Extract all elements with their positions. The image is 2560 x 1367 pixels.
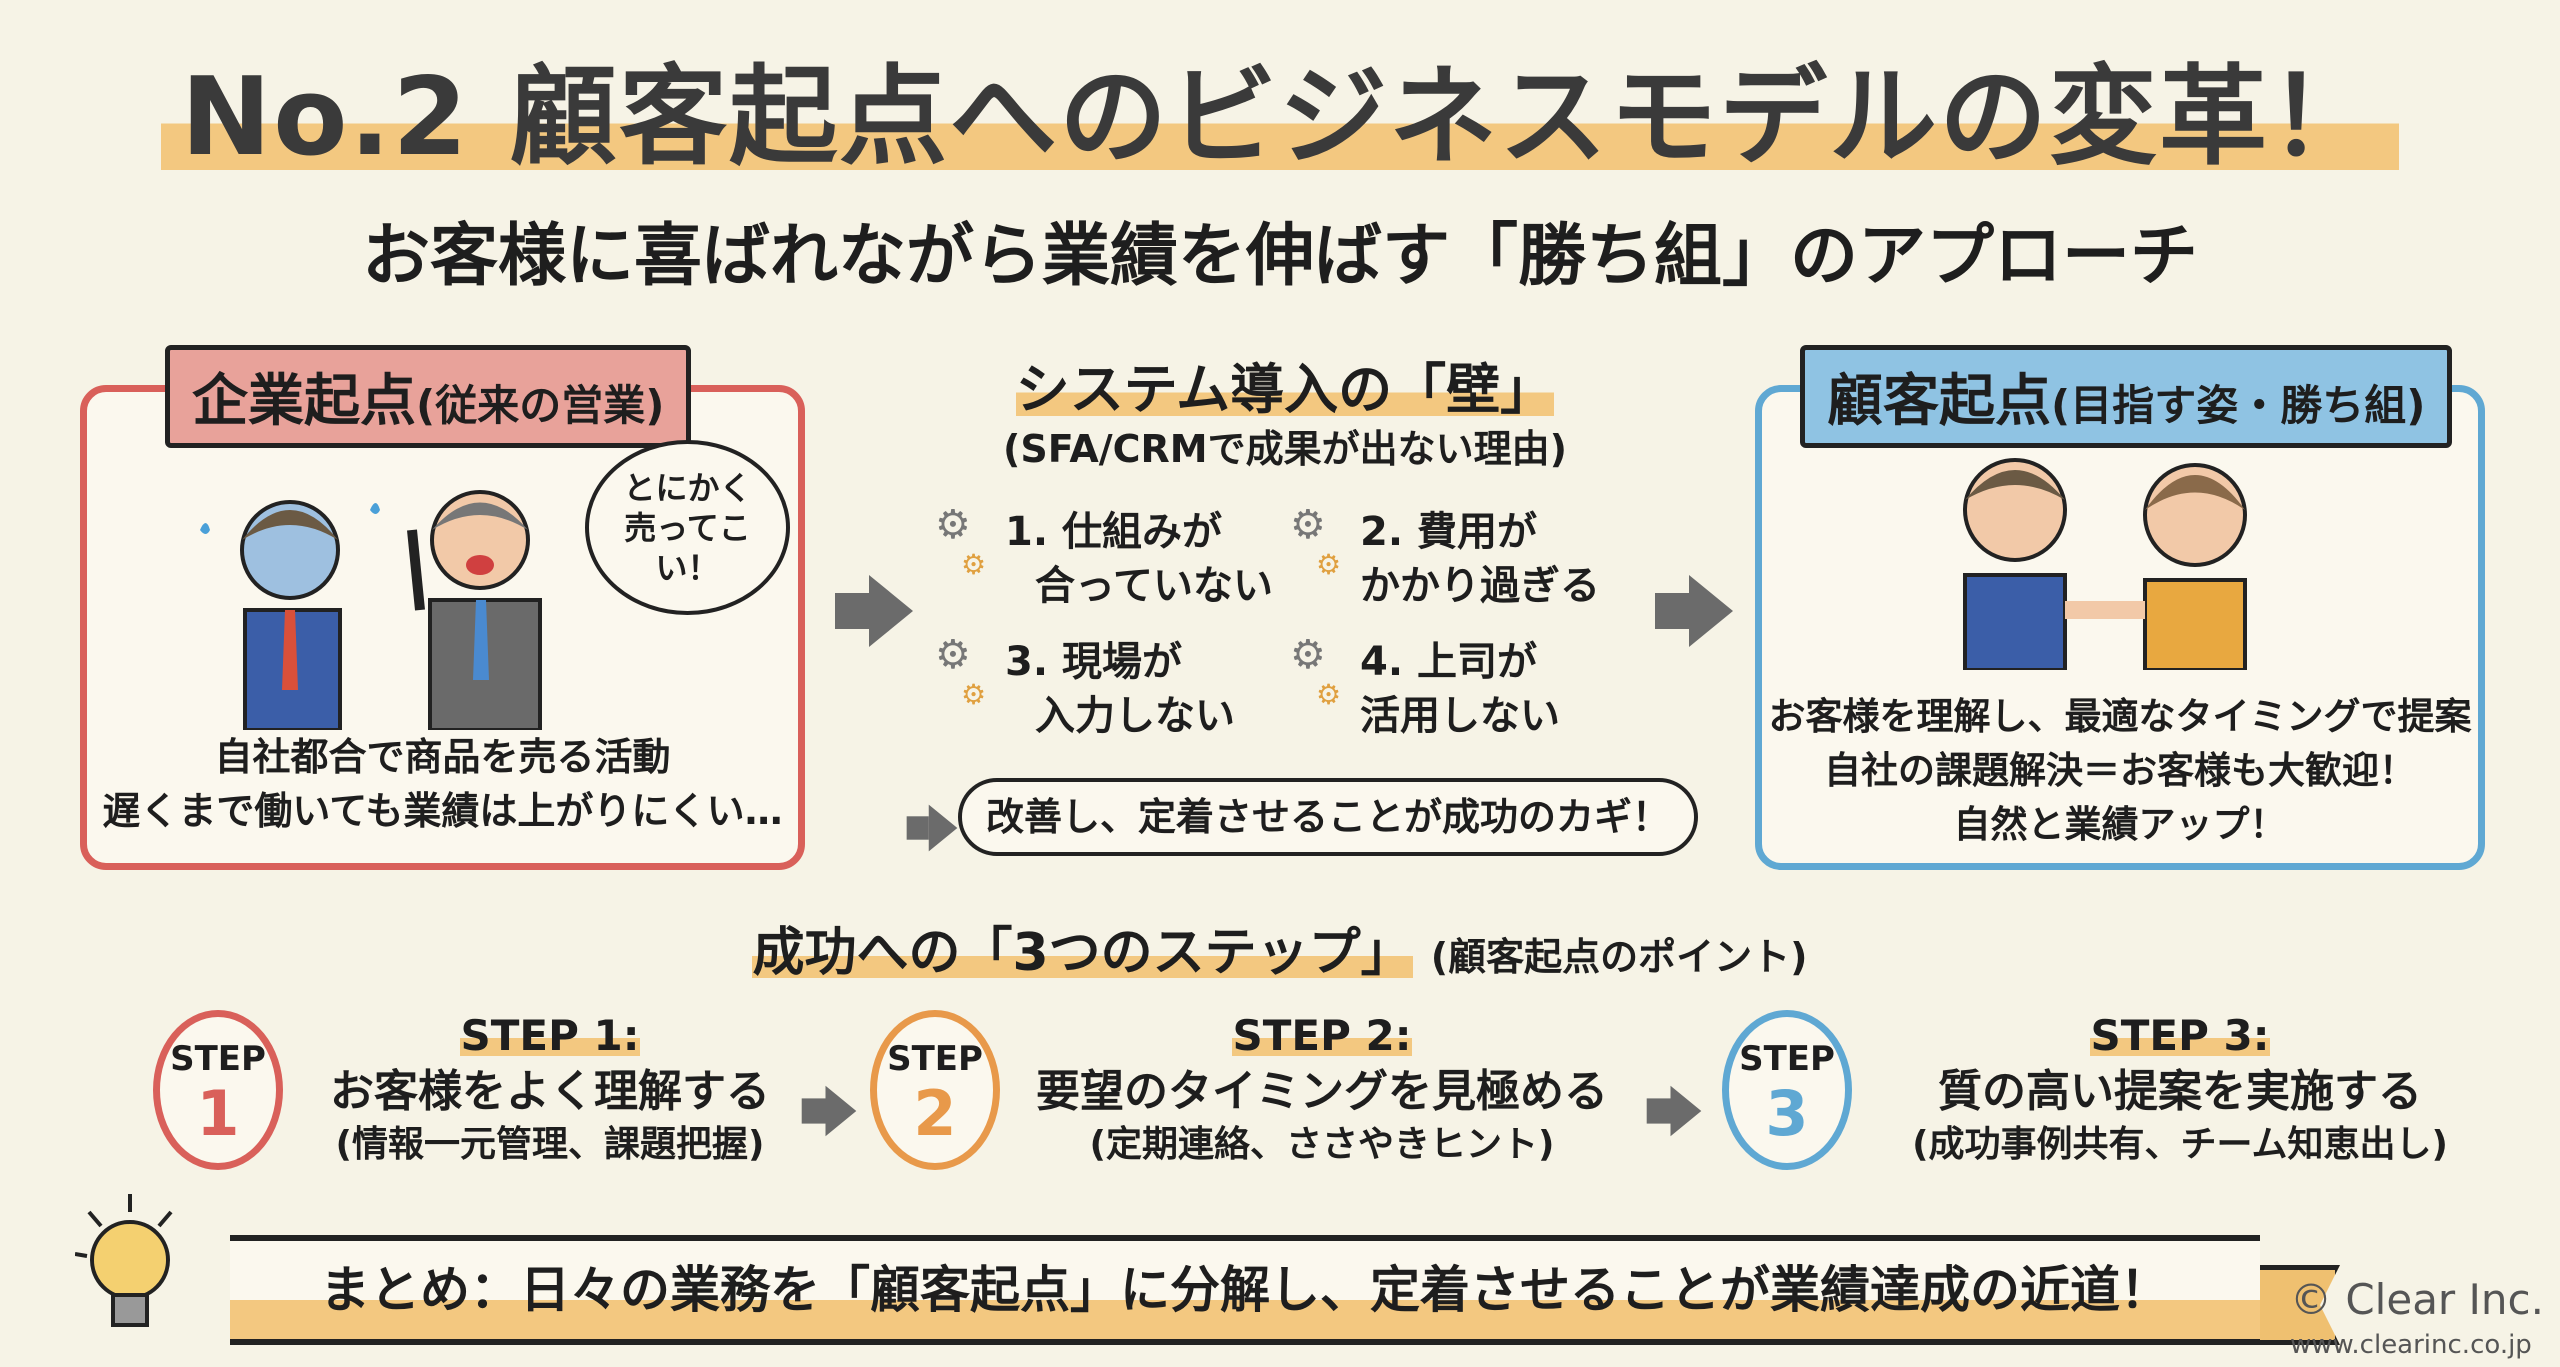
step-1-text: STEP 1:お客様をよく理解する(情報一元管理、課題把握)	[330, 1011, 770, 1165]
step-3-text: STEP 3:質の高い提案を実施する(成功事例共有、チーム知恵出し)	[1912, 1011, 2448, 1165]
success-key-bubble: 改善し、定着させることが成功のカギ！	[958, 778, 1698, 856]
gear-icon: ⚙⚙	[935, 502, 987, 581]
arrow-right-icon	[801, 1085, 857, 1137]
small-arrow-icon	[906, 804, 958, 852]
customer-centric-label: 顧客起点(目指す姿・勝ち組)	[1800, 345, 2453, 448]
lightbulb-icon	[75, 1194, 173, 1327]
arrow-right-icon	[1646, 1085, 1702, 1137]
system-wall-title: システム導入の「壁」	[1015, 358, 1555, 421]
company-centric-caption: 自社都合で商品を売る活動 遅くまで働いても業績は上がりにくい…	[102, 735, 783, 833]
wall-item-2: ⚙⚙2. 費用がかかり過ぎる	[1290, 505, 1600, 613]
speech-bubble: とにかく売ってこい！	[585, 440, 790, 615]
scolding-boss-illustration	[200, 490, 542, 730]
wall-item-3: ⚙⚙3. 現場が入力しない	[935, 635, 1235, 743]
company-url: www.clearinc.co.jp	[2290, 1330, 2532, 1360]
gear-icon: ⚙⚙	[1290, 502, 1342, 581]
wall-item-4: ⚙⚙4. 上司が活用しない	[1290, 635, 1560, 743]
page-title: No.2 顧客起点へのビジネスモデルの変革！	[0, 30, 2560, 186]
arrow-right-icon	[1655, 575, 1733, 647]
arrow-right-icon	[835, 575, 913, 647]
gear-icon: ⚙⚙	[935, 632, 987, 711]
wall-item-1: ⚙⚙1. 仕組みが合っていない	[935, 505, 1273, 613]
logo-mark-icon: ©	[2290, 1275, 2332, 1324]
step-2-text: STEP 2:要望のタイミングを見極める(定期連絡、ささやきヒント)	[1036, 1011, 1608, 1165]
company-centric-label: 企業起点(従来の営業)	[165, 345, 692, 448]
page-subtitle: お客様に喜ばれながら業績を伸ばす「勝ち組」のアプローチ	[361, 217, 2198, 296]
handshake-illustration	[1963, 458, 2247, 670]
company-logo: © Clear Inc.	[2290, 1275, 2544, 1324]
summary-banner: まとめ：日々の業務を「顧客起点」に分解し、定着させることが業績達成の近道！	[230, 1235, 2260, 1345]
system-wall-subtitle: (SFA/CRMで成果が出ない理由)	[1003, 427, 1567, 471]
customer-centric-caption: お客様を理解し、最適なタイミングで提案 自社の課題解決＝お客様も大歓迎！ 自然と…	[1768, 695, 2472, 846]
steps-title: 成功への「3つのステップ」 (顧客起点のポイント)	[752, 923, 1808, 983]
gear-icon: ⚙⚙	[1290, 632, 1342, 711]
